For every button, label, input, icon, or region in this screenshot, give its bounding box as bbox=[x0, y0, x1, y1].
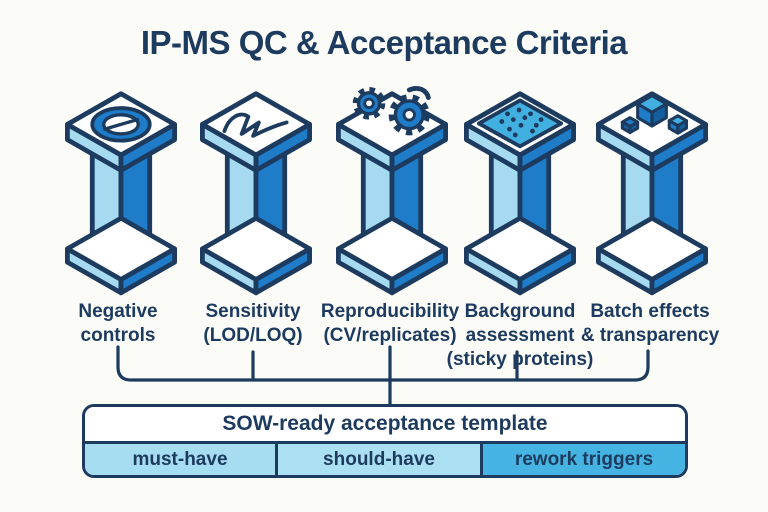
label-line: Batch effects bbox=[590, 301, 710, 322]
cubes-icon bbox=[596, 91, 708, 296]
pillar-background-assessment bbox=[453, 88, 587, 297]
page-title: IP-MS QC & Acceptance Criteria bbox=[140, 24, 628, 61]
pillar-batch-effects bbox=[585, 88, 719, 297]
gears-icon bbox=[336, 86, 448, 296]
label-reproducibility: Reproducibility (CV/replicates) bbox=[321, 300, 459, 348]
label-line: & transparency bbox=[580, 325, 720, 346]
pillar-negative-controls bbox=[54, 88, 188, 297]
label-line: Sensitivity bbox=[205, 301, 301, 322]
prohibition-icon bbox=[65, 91, 177, 296]
label-sensitivity: Sensitivity (LOD/LOQ) bbox=[203, 300, 302, 348]
label-line: Negative bbox=[78, 301, 158, 322]
label-batch-effects: Batch effects & transparency bbox=[581, 300, 719, 348]
label-line: (sticky proteins) bbox=[446, 349, 594, 370]
wave-icon bbox=[200, 91, 312, 296]
label-line: assessment bbox=[465, 325, 575, 346]
sow-template-title: SOW-ready acceptance template bbox=[85, 407, 685, 444]
label-line: controls bbox=[80, 325, 156, 346]
label-line: Reproducibility bbox=[320, 301, 460, 322]
label-negative-controls: Negative controls bbox=[78, 300, 157, 348]
cell-rework-triggers: rework triggers bbox=[480, 444, 685, 475]
cell-must-have: must-have bbox=[85, 444, 275, 475]
sow-template-box: SOW-ready acceptance template must-have … bbox=[82, 404, 688, 478]
cell-should-have: should-have bbox=[275, 444, 480, 475]
label-line: (LOD/LOQ) bbox=[203, 325, 303, 346]
dots-icon bbox=[464, 91, 576, 296]
label-line: Background bbox=[464, 301, 576, 322]
label-background-assessment: Background assessment (sticky proteins) bbox=[447, 300, 594, 372]
sow-template-cells: must-have should-have rework triggers bbox=[85, 444, 685, 475]
pillar-sensitivity bbox=[189, 88, 323, 297]
pillar-reproducibility bbox=[325, 86, 459, 297]
label-line: (CV/replicates) bbox=[323, 325, 457, 346]
